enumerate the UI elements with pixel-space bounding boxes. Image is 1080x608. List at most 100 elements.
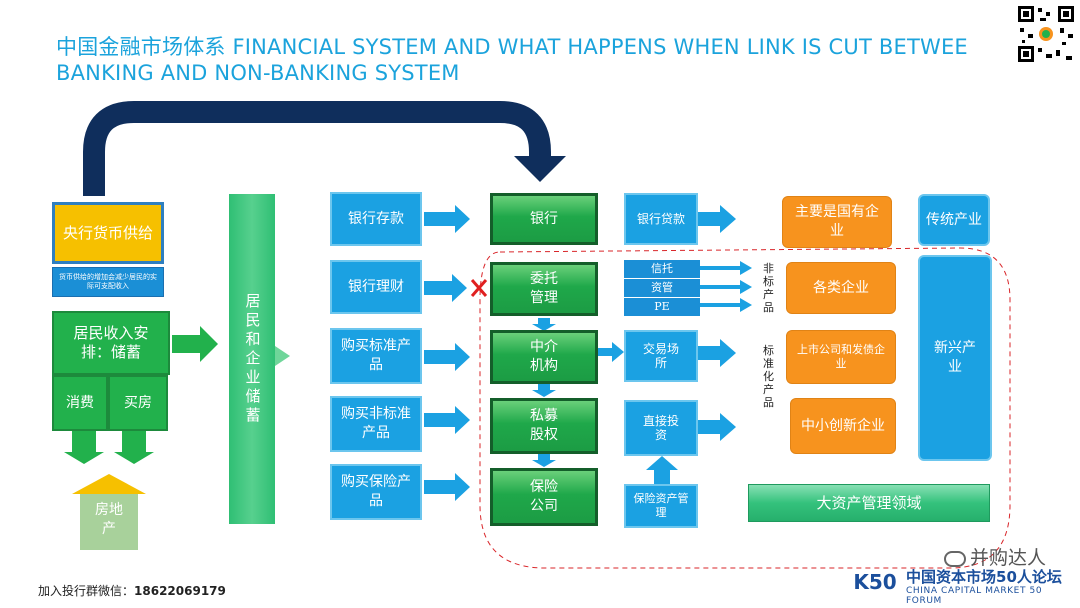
institution-entrusted-mgmt: 委托管理 [490, 262, 598, 316]
industry-label: 传统产业 [926, 211, 982, 228]
trust-arrow [700, 261, 752, 275]
big-asset-mgmt-bar: 大资产管理领域 [748, 484, 990, 522]
channel-bank-deposit: 银行存款 [330, 192, 422, 246]
channel-label: 银行存款 [348, 210, 404, 227]
instrument-exchange: 交易场所 [624, 330, 698, 382]
central-bank-money-box: 央行货币供给 [52, 202, 164, 264]
watermark-text: 并购达人 [969, 547, 1046, 569]
enterprise-all: 各类企业 [786, 262, 896, 314]
forum-name-cn: 中国资本市场50人论坛 [906, 568, 1062, 586]
title-line-1: 中国金融市场体系 FINANCIAL SYSTEM AND WHAT HAPPE… [56, 35, 968, 59]
enterprise-sme: 中小创新企业 [790, 398, 896, 454]
instrument-trust: 信托 [624, 260, 700, 278]
consume-label: 消费 [66, 394, 94, 411]
channel-standard-products: 购买标准产品 [330, 328, 422, 384]
channel-label: 购买非标准产品 [341, 406, 411, 441]
instrument-label: 信托 [651, 262, 673, 275]
institution-insurance: 保险公司 [490, 468, 598, 526]
enterprise-label: 中小创新企业 [801, 417, 885, 434]
instrument-insurance-am: 保险资产管理 [624, 484, 698, 528]
wechat-label: 加入投行群微信： [38, 584, 135, 598]
central-bank-money-label: 央行货币供给 [63, 223, 154, 242]
income-arrangement-box: 居民收入安排：储蓄 [52, 311, 170, 375]
inst-down-arrow-3 [532, 454, 556, 467]
institution-label: 银行 [530, 210, 558, 227]
instrument-label: 资管 [651, 281, 673, 294]
non-banking-dashed-region [479, 247, 1011, 569]
instrument-direct-invest: 直接投资 [624, 400, 698, 456]
enterprise-listed: 上市公司和发债企业 [786, 330, 896, 384]
instrument-pe: PE [624, 298, 700, 316]
enterprise-label: 各类企业 [813, 279, 869, 296]
big-arrow-head [514, 156, 566, 182]
institution-private-equity: 私募股权 [490, 398, 598, 454]
big-curved-arrow [83, 101, 551, 196]
asset-mgmt-arrow [700, 280, 752, 294]
instrument-bank-loan: 银行贷款 [624, 193, 698, 245]
qr-code-icon [1016, 4, 1076, 64]
page-title: 中国金融市场体系 FINANCIAL SYSTEM AND WHAT HAPPE… [56, 34, 1016, 86]
institution-label: 私募股权 [530, 408, 558, 443]
insurance-up-arrow [646, 456, 678, 484]
forum-name-en: CHINA CAPITAL MARKET 50 FORUM [906, 586, 1043, 606]
enterprise-label: 主要是国有企业 [795, 204, 879, 239]
bank-loan-arrow [698, 205, 736, 233]
pe-arrow [700, 298, 752, 312]
big-asset-mgmt-label: 大资产管理领域 [816, 493, 922, 512]
channel-label: 购买标准产品 [341, 338, 411, 373]
savings-right-arrow [275, 346, 290, 366]
wechat-number: 18622069179 [134, 584, 226, 598]
money-supply-note-text: 货币供给的增加会减少居民的实际可支配收入 [59, 273, 157, 290]
exchange-arrow [698, 339, 736, 367]
forum-logo-text: K50 [853, 570, 897, 594]
standardized-products-label: 标准化产品 [763, 344, 774, 409]
inst-down-arrow-1 [532, 318, 556, 331]
instrument-label: PE [654, 300, 670, 313]
instrument-asset-mgmt: 资管 [624, 279, 700, 297]
institution-label: 委托管理 [530, 271, 558, 306]
real-estate-label: 房地产 [95, 502, 123, 537]
industry-traditional: 传统产业 [918, 194, 990, 246]
channel-arrow-2 [424, 274, 467, 302]
channel-arrow-4 [424, 406, 470, 434]
direct-invest-arrow [698, 413, 736, 441]
institution-label: 中介机构 [530, 339, 558, 374]
channel-insurance-products: 购买保险产品 [330, 464, 422, 520]
consume-down-arrow [64, 431, 104, 464]
enterprise-soe: 主要是国有企业 [782, 196, 892, 248]
watermark: 并购达人 [943, 543, 1046, 570]
title-line-2: BANKING AND NON-BANKING SYSTEM [56, 61, 460, 85]
channel-arrow-1 [424, 205, 470, 233]
income-right-arrow [172, 326, 218, 362]
buy-house-box: 买房 [108, 375, 168, 431]
inst-right-arrow [596, 342, 624, 362]
industry-label: 新兴产业 [934, 340, 976, 375]
money-supply-note: 货币供给的增加会减少居民的实际可支配收入 [52, 267, 164, 297]
consume-box: 消费 [52, 375, 108, 431]
income-arrangement-label: 居民收入安排：储蓄 [73, 324, 149, 361]
cut-link-x-icon [470, 279, 488, 297]
channel-nonstandard-products: 购买非标准产品 [330, 396, 422, 452]
institution-intermediaries: 中介机构 [490, 330, 598, 384]
instrument-label: 保险资产管理 [633, 492, 689, 519]
institution-label: 保险公司 [530, 479, 558, 514]
channel-label: 银行理财 [348, 278, 404, 295]
savings-column: 居民和企业储蓄 [229, 194, 275, 524]
instrument-label: 交易场所 [643, 342, 680, 370]
non-standard-products-label: 非标产品 [763, 262, 774, 314]
buy-house-label: 买房 [124, 394, 152, 411]
house-down-arrow [114, 431, 154, 464]
real-estate-house-icon [72, 474, 146, 550]
channel-arrow-5 [424, 473, 470, 501]
channel-arrow-3 [424, 343, 470, 371]
institution-bank: 银行 [490, 193, 598, 245]
instrument-label: 直接投资 [643, 414, 680, 442]
industry-emerging: 新兴产业 [918, 255, 992, 461]
inst-down-arrow-2 [532, 384, 556, 397]
channel-label: 购买保险产品 [341, 474, 411, 509]
forum-logo: K50 [852, 564, 898, 600]
instrument-label: 银行贷款 [636, 212, 685, 226]
wechat-bubble-icon [943, 550, 966, 567]
enterprise-label: 上市公司和发债企业 [797, 343, 885, 370]
